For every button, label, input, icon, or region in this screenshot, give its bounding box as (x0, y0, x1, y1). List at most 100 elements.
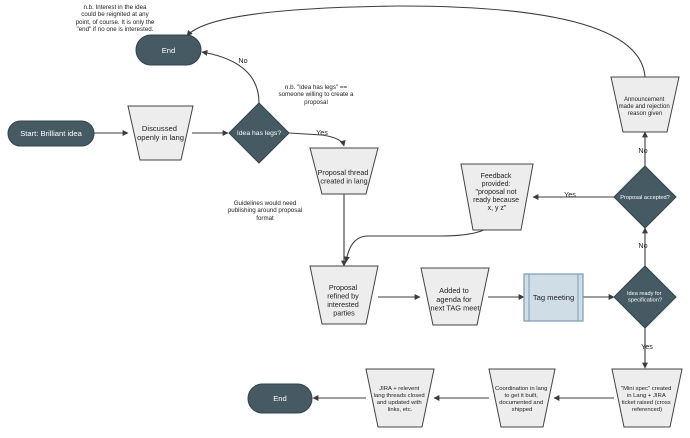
node-idea-ready-line-1: Idea ready for (627, 291, 662, 297)
note-idea-has-legs: n.b. "Idea has legs" == someone willing … (260, 84, 372, 106)
node-tag-meeting: Tag meeting (523, 273, 584, 322)
node-proposal-refined-line-1: Proposal (329, 283, 358, 292)
node-idea-ready-label: Idea ready for specification? (627, 291, 663, 304)
node-proposal-thread: Proposal thread created in lang (309, 147, 379, 195)
node-announcement-shape (610, 76, 680, 133)
node-mini-spec-line-2: in Lang + JIRA (627, 393, 666, 399)
node-mini-spec-line-1: "Mini spec" created (621, 386, 671, 392)
node-discussed-line-1: Discussed (142, 124, 177, 133)
node-announcement: Announcement made and rejection reason g… (610, 76, 680, 133)
edge-legs-no-to-end (201, 49, 260, 104)
node-added-to-agenda-line-3: next TAG meet (430, 304, 479, 313)
node-discussed-shape (127, 105, 194, 161)
node-announcement-line-3: reason given (628, 111, 662, 117)
node-jira-closed-line-3: and updated with (377, 400, 422, 406)
node-mini-spec-label: "Mini spec" created in Lang + JIRA ticke… (621, 386, 673, 413)
node-proposal-refined-line-3: interested (327, 300, 359, 309)
node-proposal-accepted: Proposal accepted? (613, 165, 677, 229)
node-added-to-agenda-line-2: agenda for (436, 295, 472, 304)
node-discussed: Discussed openly in lang (127, 105, 194, 161)
note-interest-reignited: n.b. Interest in the idea could be reign… (40, 4, 190, 34)
node-end-bottom-label: End (273, 394, 287, 403)
node-discussed-line-2: openly in lang (137, 133, 184, 142)
node-proposal-thread-line-2: created in lang (320, 177, 367, 186)
node-start-label: Start: Brilliant idea (20, 129, 82, 138)
node-mini-spec-line-3: ticket raised (cross (622, 400, 671, 406)
node-idea-ready-line-2: specification? (628, 298, 662, 304)
node-start: Start: Brilliant idea (7, 120, 95, 147)
note-guidelines-line-3: format (256, 214, 274, 222)
node-end-top-label: End (162, 46, 176, 55)
edge-labels: No Yes Yes No No Yes (238, 56, 653, 351)
node-proposal-refined: Proposal refined by interested parties (309, 265, 379, 325)
node-feedback-line-2: provided: (482, 181, 511, 188)
edge-label-legs-yes: Yes (316, 128, 328, 137)
node-feedback-line-1: Feedback (481, 173, 512, 180)
edge-label-legs-no: No (238, 56, 247, 65)
note-legs-line-2: someone willing to create a (278, 91, 354, 99)
node-added-to-agenda: Added to agenda for next TAG meet (420, 267, 490, 326)
node-idea-has-legs-label: Idea has legs? (237, 130, 281, 137)
node-added-to-agenda-line-1: Added to (439, 286, 469, 295)
node-proposal-thread-line-1: Proposal thread (318, 168, 369, 177)
note-interest-line-1: n.b. Interest in the idea (83, 4, 147, 11)
node-proposal-accepted-label: Proposal accepted? (620, 195, 669, 201)
note-guidelines-line-1: Guidelines would need (233, 200, 297, 207)
node-proposal-accepted-shape (613, 165, 677, 229)
node-announcement-line-1: Announcement (624, 97, 665, 103)
note-interest-line-2: could be reignited at any (81, 11, 149, 19)
node-proposal-refined-line-2: refined by (327, 292, 359, 301)
node-coordination-label: Coordination in lang to get it built, do… (495, 386, 549, 413)
node-coordination-line-4: shipped (512, 407, 533, 413)
edge-label-accepted-no: No (638, 146, 647, 155)
node-feedback-line-4: ready because (473, 197, 519, 204)
node-jira-closed-label: JIRA + relevent lang threads closed and … (374, 386, 427, 413)
node-idea-ready: Idea ready for specification? (613, 265, 677, 329)
node-feedback-line-5: x, y z" (488, 205, 507, 212)
node-announcement-line-2: made and rejection (619, 104, 670, 110)
node-feedback-label: Feedback provided: "proposal not ready b… (473, 173, 521, 212)
node-mini-spec: "Mini spec" created in Lang + JIRA ticke… (611, 368, 683, 428)
node-coordination-shape (488, 368, 556, 428)
note-interest-line-4: "end" if no one is interested. (76, 26, 154, 34)
edge-label-accepted-yes: Yes (564, 190, 576, 199)
node-coordination-line-3: documented and (499, 400, 543, 406)
node-start-shape (7, 120, 95, 147)
note-guidelines: Guidelines would need publishing around … (210, 200, 320, 222)
node-jira-closed-line-2: lang threads closed (374, 393, 425, 399)
node-proposal-thread-label: Proposal thread created in lang (318, 168, 371, 186)
edge-legs-yes-to-thread (288, 132, 346, 147)
node-coordination-line-2: to get it built, (504, 393, 538, 399)
node-end-top-shape (135, 34, 202, 66)
node-proposal-refined-shape (309, 265, 379, 325)
node-proposal-thread-shape (309, 147, 379, 195)
node-coordination-line-1: Coordination in lang (495, 386, 547, 392)
node-idea-has-legs: Idea has legs? (228, 102, 290, 164)
node-announcement-label: Announcement made and rejection reason g… (619, 97, 672, 117)
node-added-to-agenda-shape (420, 267, 490, 326)
node-added-to-agenda-label: Added to agenda for next TAG meet (430, 286, 479, 313)
note-interest-line-3: point, of course. It is only the (75, 18, 155, 26)
node-idea-has-legs-shape (228, 102, 290, 164)
node-tag-meeting-shape (523, 273, 584, 322)
node-end-bottom-shape (247, 383, 313, 414)
node-jira-closed-shape (365, 368, 435, 428)
node-idea-ready-shape (613, 265, 677, 329)
node-jira-closed-line-4: links, etc. (388, 407, 413, 413)
edge-label-ready-yes: Yes (641, 342, 653, 351)
node-jira-closed-line-1: JIRA + relevent (379, 386, 419, 392)
node-coordination: Coordination in lang to get it built, do… (488, 368, 556, 428)
note-legs-line-3: proposal (304, 98, 328, 106)
node-tag-meeting-label: Tag meeting (533, 293, 574, 302)
node-mini-spec-line-4: referenced) (632, 407, 662, 413)
node-jira-closed: JIRA + relevent lang threads closed and … (365, 368, 435, 428)
node-proposal-refined-label: Proposal refined by interested parties (327, 283, 361, 318)
node-discussed-label: Discussed openly in lang (137, 124, 184, 142)
node-end-bottom: End (247, 383, 313, 414)
node-feedback: Feedback provided: "proposal not ready b… (460, 163, 534, 231)
note-legs-line-1: n.b. "Idea has legs" == (284, 84, 348, 91)
note-guidelines-line-2: publishing around proposal (227, 207, 303, 215)
node-proposal-refined-line-4: parties (333, 309, 355, 318)
node-end-top: End (135, 34, 202, 66)
